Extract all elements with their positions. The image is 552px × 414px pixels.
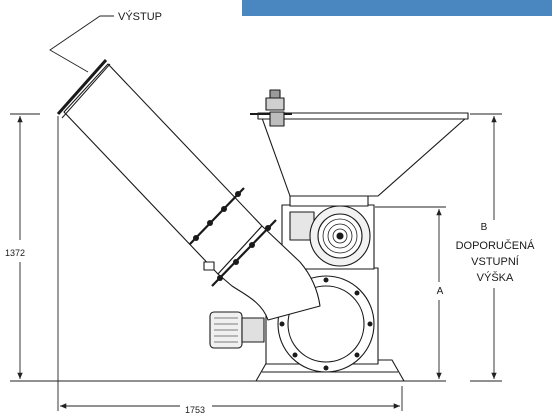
dimension-a-label: A xyxy=(437,286,444,297)
dimension-b-label: B xyxy=(481,222,488,233)
header-banner xyxy=(242,0,552,16)
gear-motor-fins xyxy=(214,317,238,343)
hopper-rim xyxy=(257,112,469,120)
chute-elbow xyxy=(217,225,321,321)
height-dimension-value: 1372 xyxy=(5,248,25,258)
outlet-flange xyxy=(56,59,108,115)
chute-inspection-port xyxy=(203,261,215,271)
recommended-line3: VÝŠKA xyxy=(477,271,514,284)
outlet-label: VÝSTUP xyxy=(118,10,162,23)
recommended-line1: DOPORUČENÁ xyxy=(456,239,536,252)
valve-body xyxy=(265,97,285,111)
fan-hub xyxy=(336,232,344,240)
outlet-flange-lip xyxy=(61,63,111,119)
valve-cap xyxy=(269,89,281,99)
fan-grille-rings xyxy=(322,218,358,254)
discharge-chute xyxy=(63,63,263,275)
hopper-funnel xyxy=(261,117,467,197)
length-dimension-value: 1753 xyxy=(185,405,205,414)
valve-fitting xyxy=(269,111,285,127)
chute-clamp-lower xyxy=(211,219,277,287)
outlet-leader-line xyxy=(49,15,114,73)
clamp-bolts xyxy=(193,191,271,281)
chute-clamp-upper xyxy=(189,187,245,245)
gear-motor-coupling xyxy=(241,317,265,343)
recommended-line2: VSTUPNÍ xyxy=(471,255,520,268)
